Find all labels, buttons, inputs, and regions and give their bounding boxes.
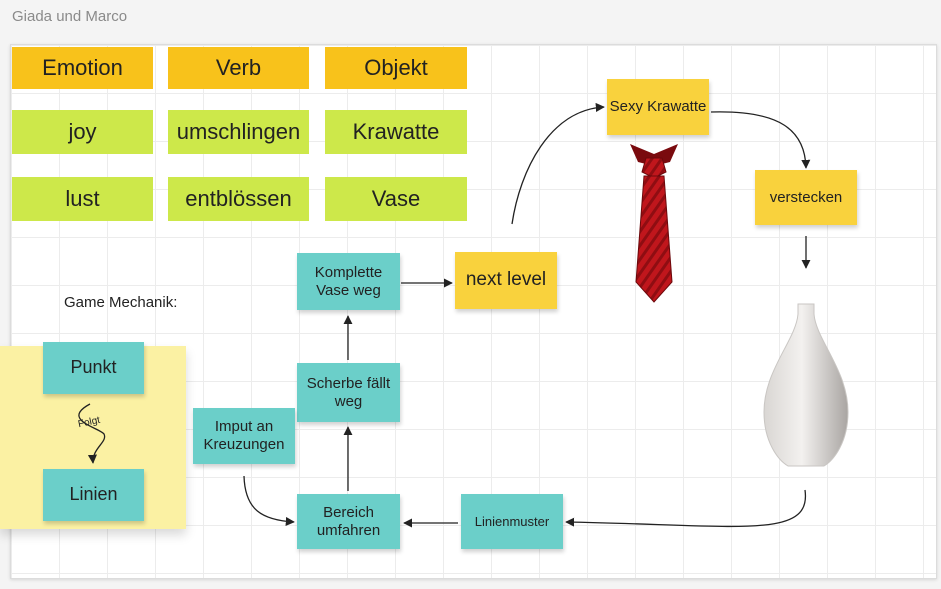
board-title: Giada und Marco (12, 8, 128, 25)
cell-vase[interactable]: Vase (325, 177, 467, 221)
header-objekt[interactable]: Objekt (325, 47, 467, 89)
header-emotion[interactable]: Emotion (12, 47, 153, 89)
sexy-krawatte-note[interactable]: Sexy Krawatte (607, 79, 709, 135)
verstecken-note[interactable]: verstecken (755, 170, 857, 225)
cell-entbloessen[interactable]: entblössen (168, 177, 309, 221)
komplette-vase-weg-note[interactable]: Komplette Vase weg (297, 253, 400, 310)
legend-punkt-note[interactable]: Punkt (43, 342, 144, 394)
linienmuster-note[interactable]: Linienmuster (461, 494, 563, 549)
arrow-sexy-to-verstecken (710, 111, 811, 169)
arrow-punkt-to-linien (78, 403, 106, 464)
arrow-next-to-sexy (511, 102, 605, 225)
imput-an-kreuzungen-note[interactable]: Imput an Kreuzungen (193, 408, 295, 464)
cell-umschlingen[interactable]: umschlingen (168, 110, 309, 154)
vase-image[interactable] (760, 300, 852, 475)
scherbe-faellt-weg-note[interactable]: Scherbe fällt weg (297, 363, 400, 422)
cell-krawatte[interactable]: Krawatte (325, 110, 467, 154)
legend-linien-note[interactable]: Linien (43, 469, 144, 521)
arrow-vase-to-linienmuster (565, 489, 807, 528)
tie-image[interactable] (620, 132, 690, 312)
game-mechanik-label: Game Mechanik: (64, 294, 178, 311)
bereich-umfahren-note[interactable]: Bereich umfahren (297, 494, 400, 549)
header-verb[interactable]: Verb (168, 47, 309, 89)
arrow-imput-to-bereich (243, 475, 295, 527)
next-level-note[interactable]: next level (455, 252, 557, 309)
cell-joy[interactable]: joy (12, 110, 153, 154)
cell-lust[interactable]: lust (12, 177, 153, 221)
